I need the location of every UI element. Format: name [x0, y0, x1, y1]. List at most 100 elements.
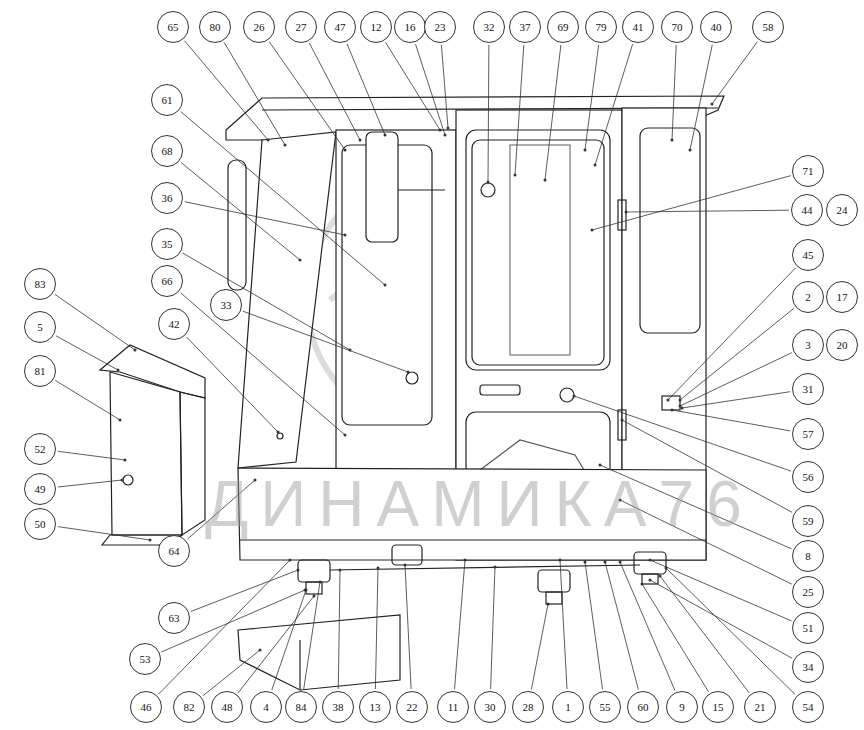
- leader-dot: [584, 149, 587, 152]
- callout-number: 65: [157, 11, 189, 43]
- leader-line: [680, 308, 794, 400]
- callout-number: 60: [627, 691, 659, 723]
- leader-dot: [594, 164, 597, 167]
- leader-dot: [514, 174, 517, 177]
- callout-number: 68: [151, 135, 183, 167]
- callout-number: 47: [324, 11, 356, 43]
- callout-number: 46: [130, 691, 162, 723]
- callout-number: 5: [24, 311, 56, 343]
- leader-dot: [134, 349, 137, 352]
- callout-number: 63: [158, 602, 190, 634]
- callout-number: 70: [661, 11, 693, 43]
- callout-number: 69: [547, 11, 579, 43]
- callout-number: 31: [792, 373, 824, 405]
- leader-line: [560, 560, 567, 689]
- leader-line: [58, 480, 122, 487]
- leader-line: [183, 253, 350, 350]
- leader-line: [455, 560, 466, 689]
- leader-dot: [641, 583, 644, 586]
- callout-number: 1: [552, 691, 584, 723]
- callout-number: 25: [792, 576, 824, 608]
- callout-number: 34: [792, 651, 824, 683]
- leader-dot: [344, 434, 347, 437]
- callout-number: 3: [792, 329, 824, 361]
- leader-dot: [304, 589, 307, 592]
- leader-line: [375, 568, 378, 689]
- callout-number: 22: [396, 691, 428, 723]
- leader-dot: [407, 371, 410, 374]
- leader-line: [224, 43, 285, 146]
- leader-line: [181, 112, 385, 285]
- leader-line: [56, 336, 118, 370]
- callout-number: 33: [210, 289, 242, 321]
- leader-dot: [649, 559, 652, 562]
- leader-line: [243, 311, 408, 372]
- leader-line: [605, 562, 638, 690]
- callout-number: 80: [199, 11, 231, 43]
- leader-line: [159, 560, 290, 694]
- callout-number: 49: [24, 473, 56, 505]
- watermark: ДИНАМИКА76: [205, 472, 754, 536]
- callout-number: 36: [151, 182, 183, 214]
- leader-dot: [377, 567, 380, 570]
- leader-dot: [444, 134, 447, 137]
- leader-dot: [121, 479, 124, 482]
- leader-dot: [277, 431, 280, 434]
- callout-number: 50: [24, 508, 56, 540]
- callout-number: 16: [394, 11, 426, 43]
- leader-line: [185, 202, 345, 235]
- leader-dot: [439, 129, 442, 132]
- callout-number: 23: [424, 11, 456, 43]
- leader-line: [682, 392, 790, 408]
- callout-number: 81: [24, 355, 56, 387]
- leader-dot: [284, 144, 287, 147]
- leader-line: [650, 580, 792, 658]
- leader-dot: [711, 103, 714, 106]
- leader-dot: [305, 589, 308, 592]
- callout-number: 26: [243, 11, 275, 43]
- callout-number: 53: [129, 643, 161, 675]
- leader-line: [531, 604, 548, 689]
- callout-number: 82: [173, 691, 205, 723]
- leader-dot: [339, 569, 342, 572]
- leader-line: [416, 44, 446, 135]
- leader-line: [304, 582, 320, 689]
- callout-number: 28: [512, 691, 544, 723]
- callout-number: 54: [792, 691, 824, 723]
- callout-number: 32: [473, 11, 505, 43]
- callout-number: 30: [474, 691, 506, 723]
- callout-number: 48: [211, 691, 243, 723]
- leader-line: [712, 42, 757, 104]
- callout-number: 38: [322, 691, 354, 723]
- leader-line: [203, 650, 260, 696]
- callout-number: 45: [792, 239, 824, 271]
- leader-dot: [599, 464, 602, 467]
- leader-dot: [665, 567, 668, 570]
- leader-dot: [487, 181, 490, 184]
- callout-number: 71: [792, 155, 824, 187]
- callout-number: 55: [589, 691, 621, 723]
- leader-dot: [404, 564, 407, 567]
- leader-dot: [494, 566, 497, 569]
- leader-dot: [619, 561, 622, 564]
- leader-line: [58, 527, 150, 540]
- leader-line: [491, 567, 495, 689]
- leader-line: [668, 268, 796, 400]
- leader-dot: [584, 561, 587, 564]
- leader-dot: [573, 395, 576, 398]
- leader-line: [672, 410, 790, 431]
- callout-number: 41: [622, 11, 654, 43]
- leader-dot: [344, 234, 347, 237]
- leader-dot: [659, 575, 662, 578]
- callout-number: 11: [437, 691, 469, 723]
- leader-dot: [267, 139, 270, 142]
- callout-number: 83: [24, 268, 56, 300]
- callout-number: 84: [285, 691, 317, 723]
- leader-dot: [559, 559, 562, 562]
- leader-line: [672, 45, 676, 140]
- callout-number: 61: [151, 84, 183, 116]
- leader-line: [592, 176, 791, 230]
